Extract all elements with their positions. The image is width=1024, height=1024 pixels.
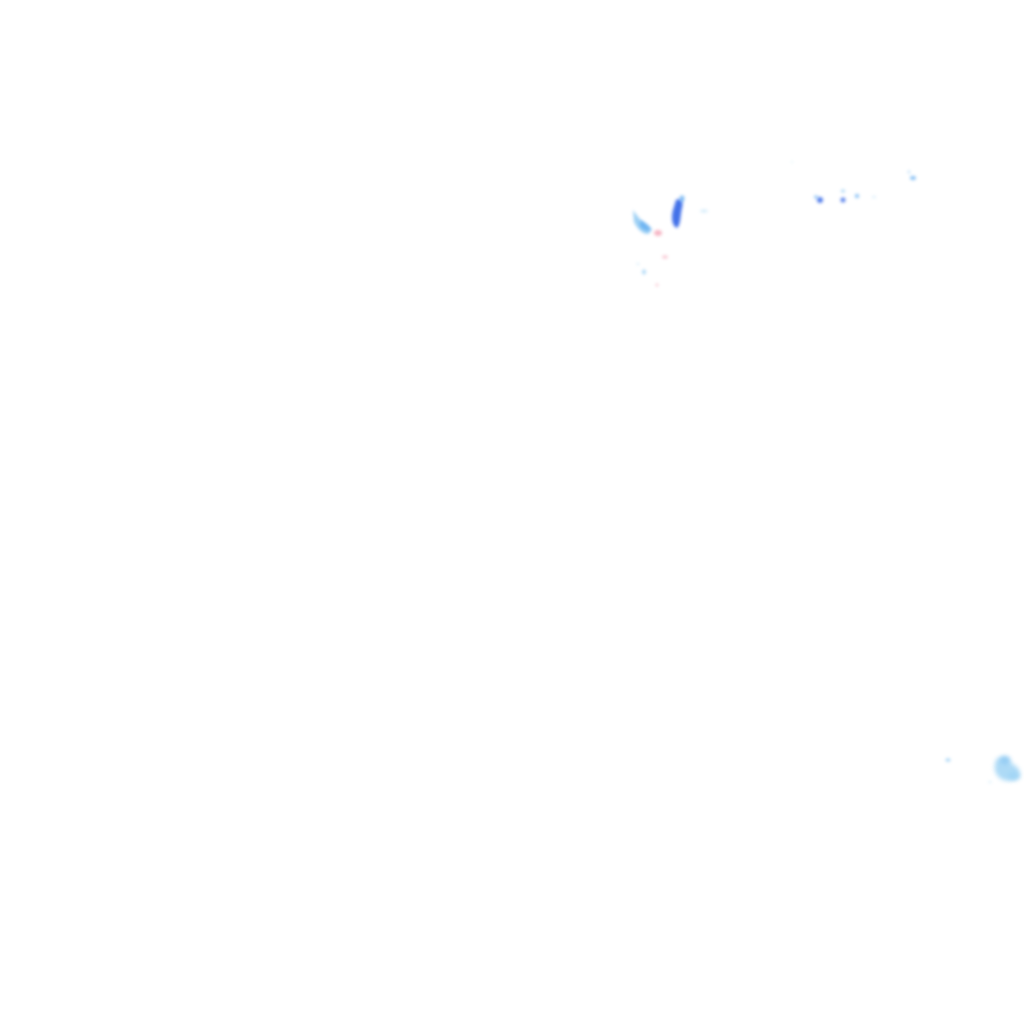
rain-echo (791, 161, 793, 163)
rain-echo (814, 195, 818, 199)
rain-echo (1008, 772, 1020, 780)
precipitation-cluster-b (791, 161, 916, 203)
rain-echo (872, 196, 876, 198)
pink-return (662, 255, 668, 259)
rain-echo-heavy (672, 199, 683, 228)
precipitation-cluster-a (633, 195, 708, 287)
rain-echo-heavy (840, 197, 846, 203)
rain-echo (642, 269, 646, 275)
rain-echo (907, 170, 911, 174)
rain-echo (945, 758, 951, 762)
precipitation-cluster-c (945, 756, 1020, 783)
rain-echo-heavy (817, 197, 823, 203)
rain-echo (841, 189, 845, 193)
rain-echo (855, 194, 859, 198)
rain-echo (640, 220, 652, 231)
rain-echo (679, 195, 685, 203)
rain-echo (988, 781, 992, 783)
rain-echo (910, 176, 916, 180)
rain-echo (636, 262, 640, 266)
pink-return (655, 283, 659, 287)
rain-echo (700, 209, 708, 213)
pink-return (654, 230, 662, 236)
rain-echo (1000, 756, 1010, 764)
